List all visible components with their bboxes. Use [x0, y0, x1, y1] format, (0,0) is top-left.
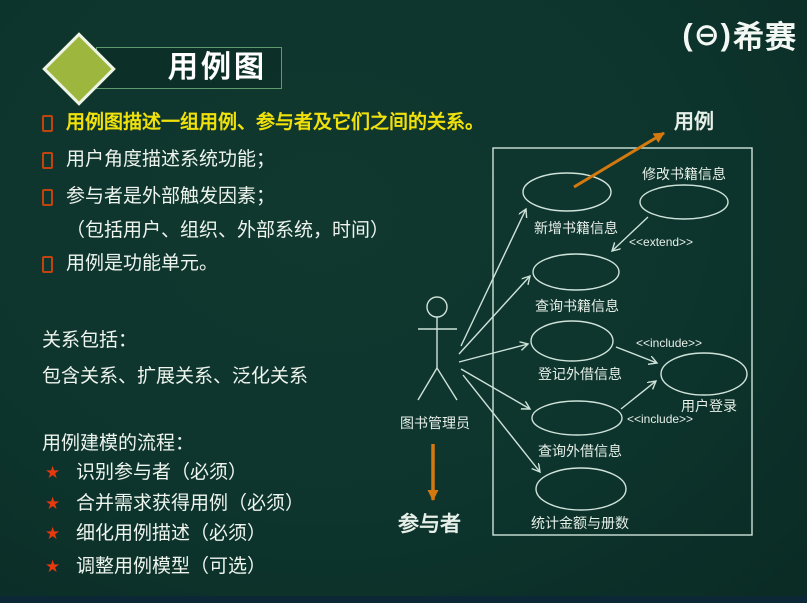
bullet-square-icon	[42, 189, 53, 206]
include-link-top	[615, 346, 657, 363]
process-step: ★ 调整用例模型（可选）	[42, 556, 266, 578]
bullet-text: 用户角度描述系统功能；	[66, 149, 276, 170]
bullet-text: 用例图描述一组用例、参与者及它们之间的关系。	[66, 112, 485, 133]
usecase-callout-arrow	[573, 131, 665, 189]
process-heading: 用例建模的流程：	[42, 433, 195, 454]
usecase-user-login	[660, 352, 748, 396]
extend-link	[612, 216, 649, 251]
title-box: 用例图	[96, 47, 282, 89]
bullet-text: 参与者是外部触发因素；	[66, 186, 276, 207]
usecase-modify-book	[639, 184, 729, 220]
stereotype-extend: <<extend>>	[629, 235, 693, 249]
assoc-register-loan	[458, 344, 528, 363]
usecase-callout-label: 用例	[674, 109, 714, 133]
process-step-text: 识别参与者（必须）	[76, 462, 248, 483]
usecase-label-modify-book: 修改书籍信息	[642, 166, 726, 182]
star-icon: ★	[45, 494, 61, 513]
bullet-item: （包括用户、组织、外部系统，时间）	[42, 220, 502, 242]
bullet-item: 参与者是外部触发因素；	[42, 186, 502, 208]
bullet-item: 用例是功能单元。	[42, 253, 502, 275]
bullet-square-icon	[42, 115, 53, 132]
actor-figure	[417, 296, 458, 401]
usecase-count-total	[535, 467, 627, 511]
usecase-query-book	[532, 253, 620, 291]
relations-heading: 关系包括：	[42, 330, 138, 351]
usecase-label-register-loan: 登记外借信息	[538, 366, 622, 382]
usecase-label-add-book: 新增书籍信息	[534, 220, 618, 236]
xisai-logo: (⊖)希赛	[682, 12, 797, 57]
stereotype-include-bottom: <<include>>	[627, 412, 693, 426]
process-step-text: 细化用例描述（必须）	[76, 523, 267, 544]
actor-callout-label: 参与者	[398, 512, 461, 536]
process-step: ★ 合并需求获得用例（必须）	[42, 493, 304, 515]
bottom-strip	[0, 596, 807, 603]
process-step: ★ 细化用例描述（必须）	[42, 523, 266, 545]
usecase-label-user-login: 用户登录	[681, 398, 737, 414]
process-step-text: 合并需求获得用例（必须）	[76, 493, 305, 514]
relations-list: 包含关系、扩展关系、泛化关系	[42, 366, 309, 387]
star-icon: ★	[45, 524, 61, 543]
actor-label: 图书管理员	[400, 415, 470, 431]
actor-head	[426, 296, 448, 318]
logo-text: 希赛	[733, 20, 797, 55]
usecase-register-loan	[530, 320, 614, 362]
bullet-item: 用例图描述一组用例、参与者及它们之间的关系。	[42, 112, 502, 134]
star-icon: ★	[45, 557, 61, 576]
usecase-label-query-book: 查询书籍信息	[535, 298, 619, 314]
system-boundary	[492, 147, 753, 536]
bullet-text: （包括用户、组织、外部系统，时间）	[66, 220, 390, 241]
usecase-label-query-loan: 查询外借信息	[538, 443, 622, 459]
bullet-text: 用例是功能单元。	[66, 253, 219, 274]
usecase-query-loan	[531, 400, 623, 436]
circle-minus-icon: (⊖)	[682, 16, 732, 52]
usecase-add-book	[522, 172, 612, 212]
assoc-add-book	[460, 209, 526, 347]
assoc-count-total	[462, 374, 540, 472]
page-title: 用例图	[168, 51, 267, 84]
usecase-label-count-total: 统计金额与册数	[531, 515, 629, 531]
include-link-bottom	[620, 381, 656, 410]
assoc-query-book	[458, 276, 530, 355]
process-step: ★ 识别参与者（必须）	[42, 462, 247, 484]
bullet-square-icon	[42, 152, 53, 169]
assoc-query-loan	[460, 368, 530, 409]
process-step-text: 调整用例模型（可选）	[76, 556, 267, 577]
star-icon: ★	[45, 463, 61, 482]
bullet-square-icon	[42, 256, 53, 273]
stereotype-include-top: <<include>>	[636, 336, 702, 350]
bullet-item: 用户角度描述系统功能；	[42, 149, 502, 171]
